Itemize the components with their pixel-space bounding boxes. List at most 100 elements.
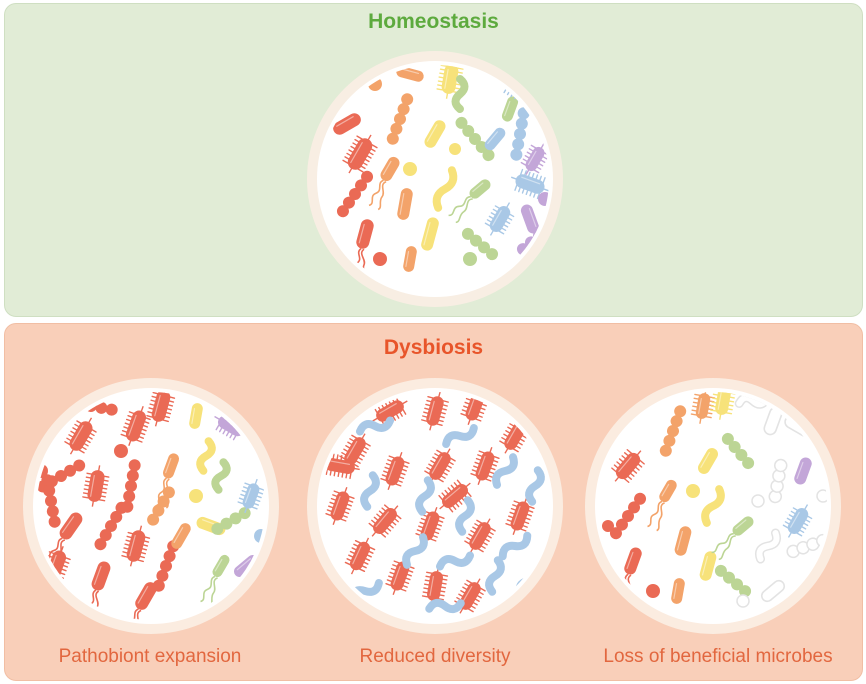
coccus: [403, 162, 417, 176]
cocci-chain: [147, 486, 175, 526]
spiral-bacterium: [211, 458, 231, 494]
rod-bacterium: [464, 518, 496, 554]
rod-bacterium: [436, 65, 464, 99]
pathobiont-expansion-dish: [23, 378, 279, 634]
caption-pathobiont-expansion: Pathobiont expansion: [58, 646, 242, 667]
spiral-bacterium: [402, 533, 428, 569]
spiral-bacterium: [701, 485, 725, 527]
homeostasis-microbiome-dish: [307, 51, 563, 307]
spiral-bacterium: [754, 528, 782, 564]
coccus: [114, 444, 128, 458]
caption-loss-of-beneficial-microbes: Loss of beneficial microbes: [603, 646, 833, 667]
cocci-chain: [211, 507, 251, 535]
dysbiosis-title: Dysbiosis: [383, 336, 484, 359]
rod-bacterium: [171, 523, 191, 549]
rod-bacterium: [421, 217, 439, 251]
coccus: [816, 489, 827, 503]
cocci-chain: [721, 432, 755, 470]
rod-bacterium: [794, 457, 812, 485]
spiral-bacterium: [451, 75, 469, 113]
coccus: [373, 252, 387, 266]
rod-bacterium: [647, 479, 677, 532]
rod-bacterium: [505, 496, 535, 536]
homeostasis-title: Homeostasis: [368, 10, 499, 33]
spiral-bacterium: [442, 424, 478, 448]
rod-bacterium: [710, 392, 736, 420]
rod-bacterium: [403, 246, 417, 272]
rod-bacterium: [237, 478, 265, 514]
coccus: [189, 489, 203, 503]
spiral-bacterium: [498, 531, 532, 561]
rod-bacterium: [760, 579, 786, 603]
rod-bacterium: [321, 452, 360, 480]
coccus: [449, 143, 461, 155]
cocci-chain: [609, 492, 647, 540]
spiral-bacterium: [525, 466, 545, 506]
rod-bacterium: [690, 392, 716, 424]
cocci-chain: [455, 116, 495, 162]
caption-reduced-diversity: Reduced diversity: [359, 646, 511, 667]
rod-bacterium: [711, 516, 754, 561]
spiral-bacterium: [196, 437, 216, 475]
cocci-chain: [94, 501, 128, 551]
spiral-bacterium: [492, 453, 518, 489]
rod-bacterium: [82, 465, 110, 507]
rod-bacterium: [484, 127, 506, 151]
spiral-bacterium: [455, 496, 475, 536]
rod-bacterium: [120, 406, 151, 446]
cocci-chain: [461, 227, 499, 261]
rod-bacterium: [64, 417, 97, 455]
coccus: [463, 252, 477, 266]
cocci-chain: [41, 474, 61, 528]
rod-bacterium: [674, 526, 692, 556]
cocci-chain: [510, 107, 530, 161]
coccus: [602, 520, 614, 532]
rod-bacterium: [368, 504, 402, 538]
rod-bacterium: [325, 486, 355, 526]
rod-bacterium: [368, 156, 400, 211]
spiral-bacterium: [415, 476, 435, 516]
coccus: [751, 494, 765, 508]
spiral-bacterium: [435, 551, 475, 571]
rod-bacterium: [342, 134, 378, 174]
rod-bacterium: [333, 113, 361, 135]
rod-bacterium: [121, 525, 151, 567]
coccus: [646, 584, 660, 598]
rod-bacterium: [424, 120, 446, 148]
rod-bacterium: [380, 451, 410, 491]
cocci-chain: [121, 459, 141, 513]
cocci-chain: [336, 170, 374, 218]
rod-bacterium: [699, 551, 717, 581]
spiral-bacterium: [355, 416, 395, 436]
spiral-bacterium: [360, 471, 380, 511]
rod-bacterium: [438, 479, 472, 513]
rod-bacterium: [520, 143, 549, 175]
rod-bacterium: [189, 403, 203, 429]
rod-bacterium: [421, 392, 449, 431]
coccus: [686, 484, 700, 498]
cocci-chain: [386, 93, 414, 145]
rod-bacterium: [611, 449, 645, 483]
cocci-chain: [659, 405, 687, 457]
loss-of-beneficial-microbes-dish: [585, 378, 841, 634]
rod-bacterium: [424, 448, 456, 484]
rod-bacterium: [501, 96, 519, 122]
spiral-bacterium: [485, 556, 505, 596]
rod-bacterium: [396, 66, 424, 82]
rod-bacterium: [470, 446, 500, 486]
rod-bacterium: [484, 202, 515, 236]
rod-bacterium: [510, 168, 549, 200]
spiral-bacterium: [432, 166, 458, 212]
cocci-chain: [714, 564, 752, 598]
spiral-bacterium: [425, 598, 465, 614]
rod-bacterium: [421, 566, 449, 606]
rod-bacterium: [344, 537, 376, 575]
reduced-diversity-dish: [307, 378, 563, 634]
rod-bacterium: [698, 448, 718, 474]
rod-bacterium: [448, 179, 491, 224]
rod-bacterium: [123, 582, 157, 620]
rod-bacterium: [782, 504, 813, 538]
rod-bacterium: [671, 578, 685, 604]
rod-bacterium: [397, 188, 413, 220]
rod-bacterium: [520, 204, 540, 234]
